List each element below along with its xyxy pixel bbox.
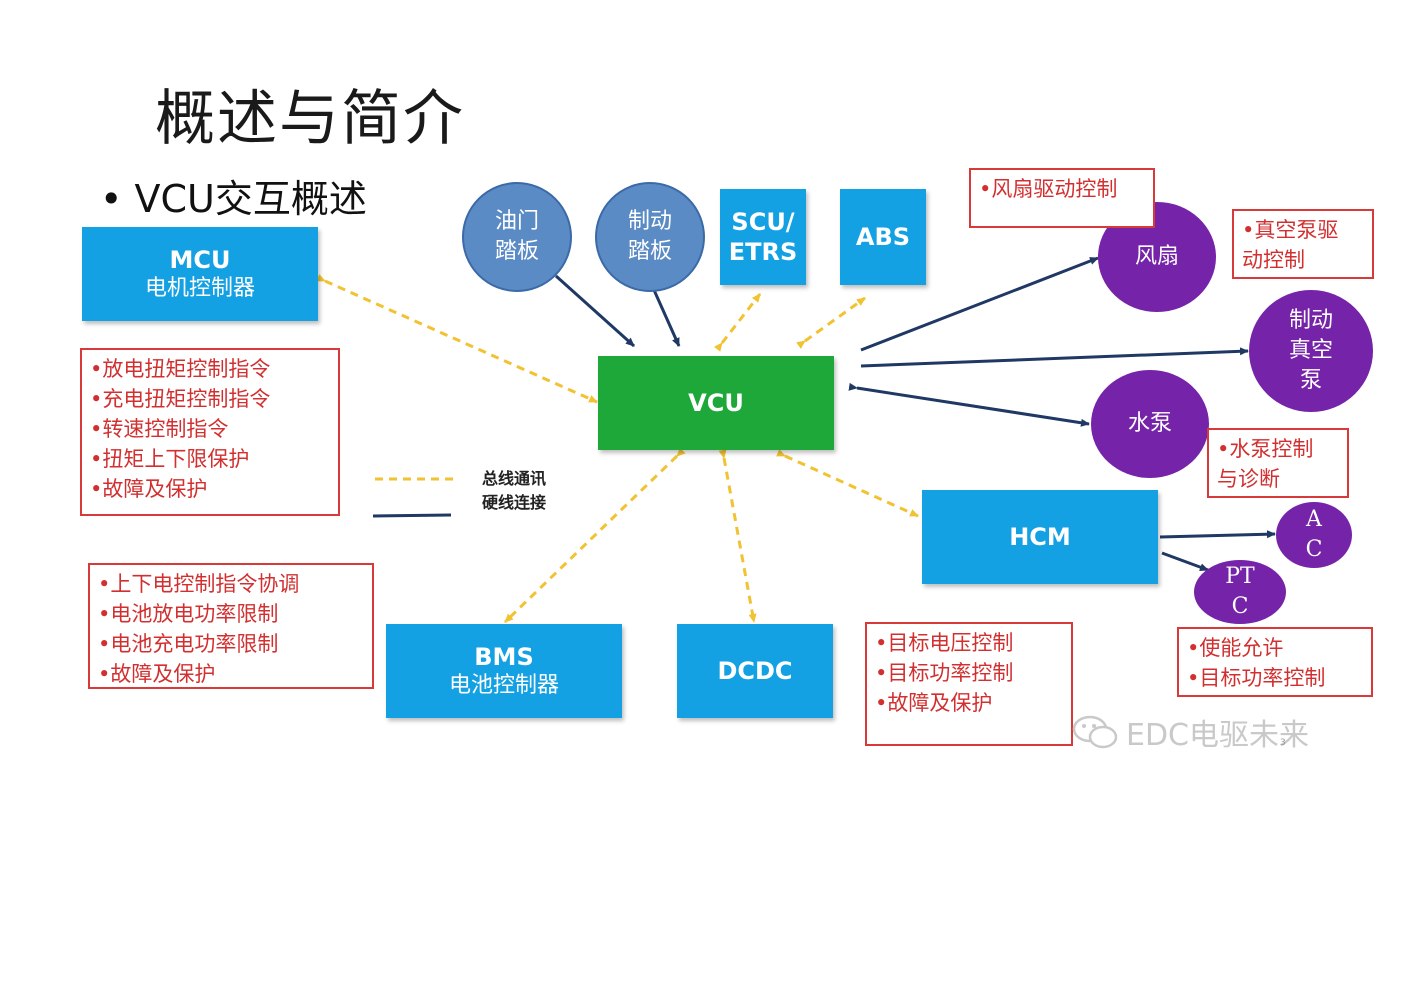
legend-wire-line bbox=[372, 513, 452, 518]
vacuum-notes: •真空泵驱 动控制 bbox=[1232, 209, 1374, 279]
ptc-node: PT C bbox=[1194, 560, 1286, 624]
scu-box: SCU/ ETRS bbox=[720, 189, 806, 285]
bus-link-scu bbox=[713, 293, 762, 352]
note-line: •目标功率控制 bbox=[1187, 666, 1326, 690]
water-pump-node: 水泵 bbox=[1091, 370, 1209, 478]
ptc-label: PT C bbox=[1225, 564, 1255, 619]
bus-link-bms bbox=[503, 447, 686, 624]
legend-wire-label: 硬线连接 bbox=[482, 493, 547, 512]
note-line: •转速控制指令 bbox=[90, 417, 229, 441]
note-line: •放电扭矩控制指令 bbox=[90, 357, 271, 381]
bus-link-dcdc bbox=[718, 449, 757, 623]
wire-fan bbox=[860, 256, 1099, 352]
note-line: •电池放电功率限制 bbox=[98, 602, 279, 626]
page-number: 3 bbox=[1280, 738, 1286, 748]
note-line: •真空泵驱 bbox=[1242, 218, 1339, 242]
mcu-notes: •放电扭矩控制指令 •充电扭矩控制指令 •转速控制指令 •扭矩上下限保护 •故障… bbox=[80, 348, 340, 516]
note-line: •目标功率控制 bbox=[875, 661, 1014, 685]
mcu-label: MCU bbox=[169, 246, 231, 274]
water-pump-label: 水泵 bbox=[1127, 411, 1172, 436]
abs-box: ABS bbox=[840, 189, 926, 285]
note-line: •故障及保护 bbox=[875, 691, 993, 715]
dcdc-notes: •目标电压控制 •目标功率控制 •故障及保护 bbox=[865, 622, 1073, 746]
dcdc-box: DCDC bbox=[677, 624, 833, 718]
vcu-box: VCU bbox=[598, 356, 834, 450]
bms-box: BMS 电池控制器 bbox=[386, 624, 622, 718]
watermark-text: EDC电驱未来 bbox=[1126, 718, 1310, 753]
note-line: •上下电控制指令协调 bbox=[98, 572, 300, 596]
abs-label: ABS bbox=[855, 223, 911, 251]
note-line: •风扇驱动控制 bbox=[979, 177, 1118, 201]
bus-link-abs bbox=[796, 296, 866, 349]
fan-notes: •风扇驱动控制 bbox=[969, 168, 1155, 228]
throttle-pedal-label: 油门 踏板 bbox=[494, 209, 539, 264]
hcm-label: HCM bbox=[1009, 523, 1071, 551]
bus-link-hcm bbox=[776, 449, 919, 518]
hcm-box: HCM bbox=[922, 490, 1158, 584]
scu-label: SCU/ bbox=[731, 208, 795, 236]
page-title: 概述与简介 bbox=[155, 84, 465, 154]
wire-throttle bbox=[554, 274, 636, 348]
wire-brake bbox=[652, 289, 681, 347]
mcu-box: MCU 电机控制器 bbox=[82, 227, 318, 321]
note-line: •使能允许 bbox=[1187, 636, 1284, 660]
note-line: •电池充电功率限制 bbox=[98, 632, 279, 656]
note-line: 动控制 bbox=[1242, 248, 1305, 272]
hcm-notes: •使能允许 •目标功率控制 bbox=[1177, 627, 1373, 697]
ac-node: A C bbox=[1276, 502, 1352, 568]
note-line: •目标电压控制 bbox=[875, 631, 1014, 655]
vacuum-pump-label: 制动 真空 泵 bbox=[1288, 308, 1333, 393]
fan-label: 风扇 bbox=[1134, 244, 1179, 269]
brake-pedal-node: 制动 踏板 bbox=[595, 182, 705, 292]
note-line: 与诊断 bbox=[1217, 467, 1280, 491]
mcu-sublabel: 电机控制器 bbox=[144, 276, 255, 301]
vcu-label: VCU bbox=[688, 389, 744, 417]
bms-label: BMS bbox=[474, 643, 534, 671]
wire-water-pump bbox=[848, 382, 1090, 427]
note-line: •充电扭矩控制指令 bbox=[90, 387, 271, 411]
throttle-pedal-node: 油门 踏板 bbox=[462, 182, 572, 292]
note-line: •水泵控制 bbox=[1217, 437, 1314, 461]
wire-ptc bbox=[1161, 551, 1209, 572]
bms-sublabel: 电池控制器 bbox=[448, 673, 559, 698]
water-pump-notes: •水泵控制 与诊断 bbox=[1207, 428, 1349, 498]
legend-bus-label: 总线通讯 bbox=[482, 469, 547, 488]
note-line: •故障及保护 bbox=[98, 662, 216, 686]
section-subtitle: • VCU交互概述 bbox=[100, 177, 367, 221]
scu-sublabel: ETRS bbox=[728, 238, 798, 266]
bus-link-mcu bbox=[316, 274, 598, 404]
vacuum-pump-node: 制动 真空 泵 bbox=[1249, 290, 1373, 412]
bms-notes: •上下电控制指令协调 •电池放电功率限制 •电池充电功率限制 •故障及保护 bbox=[88, 563, 374, 689]
brake-pedal-label: 制动 踏板 bbox=[627, 209, 672, 264]
dcdc-label: DCDC bbox=[717, 657, 793, 685]
watermark: EDC电驱未来 bbox=[1072, 710, 1309, 754]
wire-ac bbox=[1159, 530, 1276, 539]
note-line: •扭矩上下限保护 bbox=[90, 447, 250, 471]
ac-label: A C bbox=[1305, 507, 1323, 562]
wechat-icon bbox=[1072, 715, 1118, 749]
note-line: •故障及保护 bbox=[90, 477, 208, 501]
wire-vacuum-pump bbox=[860, 347, 1249, 368]
